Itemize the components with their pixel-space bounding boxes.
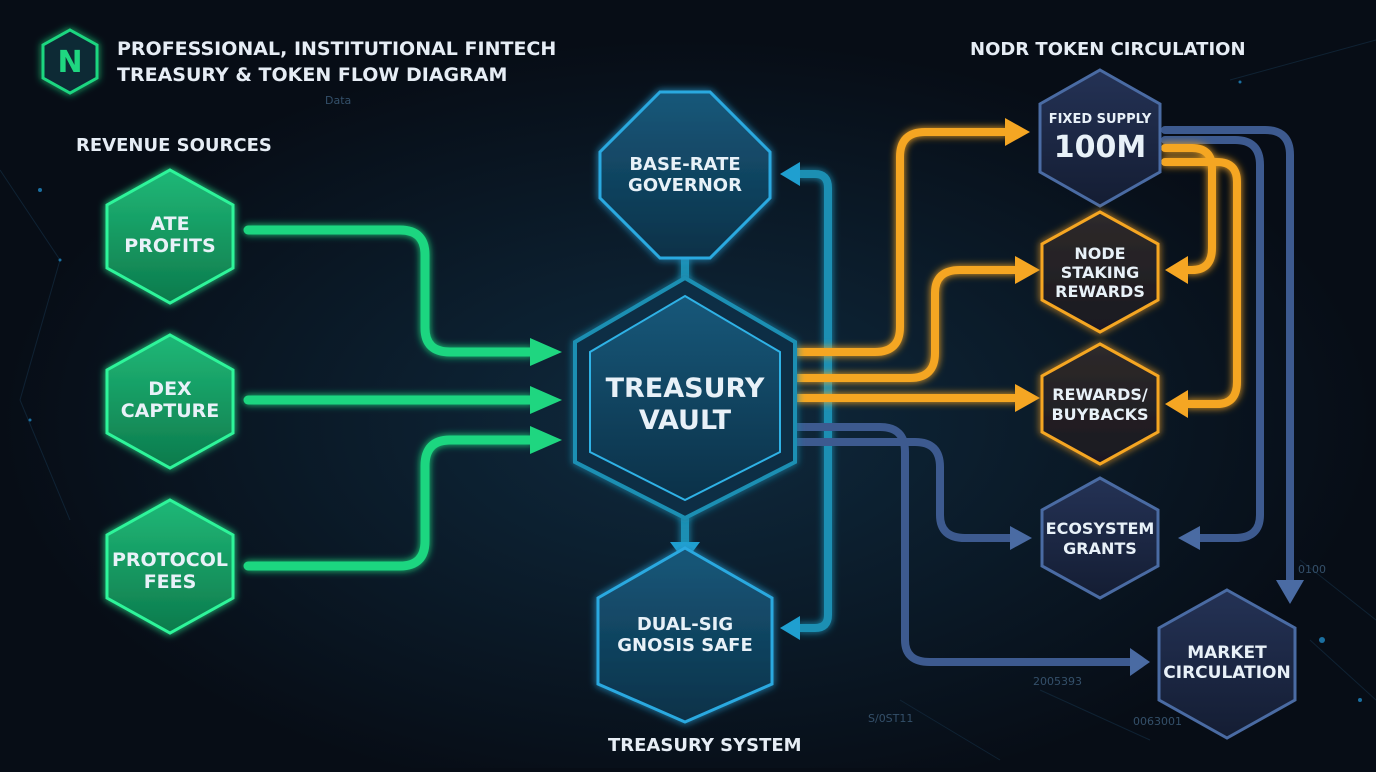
arrowhead-fees [530, 426, 562, 454]
arrowhead-ate [530, 338, 562, 366]
node-grants-line1: ECOSYSTEM [1046, 519, 1155, 538]
node-safe-line2: GNOSIS SAFE [617, 635, 753, 656]
node-market-circulation: MARKET CIRCULATION [1157, 588, 1297, 740]
bg-text-sost: S/0ST11 [868, 712, 913, 725]
node-dex-line2: CAPTURE [121, 400, 220, 422]
node-base-rate-governor: BASE-RATE GOVERNOR [598, 90, 772, 260]
logo-glyph: N [57, 45, 82, 80]
background-network [0, 39, 1376, 761]
arrowhead-dex [530, 386, 562, 414]
node-staking-line3: REWARDS [1055, 282, 1145, 301]
node-ate-line1: ATE [150, 213, 189, 235]
bg-text-0100: 0100 [1298, 563, 1326, 576]
arrowhead-rewards [1015, 384, 1040, 412]
connector-vault-to-staking [791, 266, 1019, 382]
node-governor-line2: GOVERNOR [628, 175, 742, 196]
node-rewards-line2: BUYBACKS [1051, 405, 1148, 424]
arrowhead-to-governor [780, 162, 800, 186]
arrowhead-grants-right [1178, 526, 1200, 550]
node-safe-line1: DUAL-SIG [637, 614, 733, 635]
node-supply-line1: FIXED SUPPLY [1049, 112, 1152, 127]
bg-text-data: Data [325, 94, 351, 107]
arrowhead-grants [1010, 526, 1032, 550]
node-supply-line2: 100M [1054, 130, 1146, 165]
connector-supply-to-grants [1161, 136, 1264, 542]
node-ate-line2: PROFITS [124, 235, 215, 257]
node-dual-sig-safe: DUAL-SIG GNOSIS SAFE [596, 546, 774, 724]
background-dots [28, 80, 1362, 702]
treasury-system-label: TREASURY SYSTEM [608, 735, 802, 756]
connector-supply-to-market [1161, 126, 1294, 584]
connector-vault-to-supply [791, 128, 1009, 356]
arrowhead-staking-right [1165, 256, 1188, 284]
arrowhead-market-top [1276, 580, 1304, 604]
bg-text-2005393: 2005393 [1033, 675, 1082, 688]
token-connectors [791, 128, 1241, 408]
connector-vault-to-market [791, 423, 1134, 666]
revenue-arrowheads [530, 338, 562, 454]
distribution-connectors [791, 126, 1294, 666]
node-market-line2: CIRCULATION [1163, 663, 1290, 683]
node-protocol-fees: PROTOCOL FEES [105, 498, 235, 635]
arrowhead-rewards-right [1165, 390, 1188, 418]
connector-supply-to-staking [1161, 144, 1216, 274]
node-ecosystem-grants: ECOSYSTEM GRANTS [1040, 476, 1160, 600]
node-governor-line1: BASE-RATE [629, 154, 740, 175]
arrowhead-supply [1005, 118, 1030, 146]
node-staking-line2: STAKING [1061, 263, 1139, 282]
arrowhead-to-safe-side [780, 616, 800, 640]
bg-text-0063001: 0063001 [1133, 715, 1182, 728]
node-dex-line1: DEX [148, 378, 192, 400]
node-fees-line2: FEES [144, 571, 197, 593]
distribution-arrowheads [1010, 526, 1304, 676]
node-staking-rewards: NODE STAKING REWARDS [1040, 210, 1160, 334]
arrowhead-staking [1015, 256, 1040, 284]
title-line-2: TREASURY & TOKEN FLOW DIAGRAM [117, 64, 507, 86]
node-ate-profits: ATE PROFITS [105, 168, 235, 305]
node-market-line1: MARKET [1187, 643, 1267, 663]
revenue-connectors [243, 225, 535, 571]
node-rewards-line1: REWARDS/ [1052, 385, 1148, 404]
revenue-sources-heading: REVENUE SOURCES [76, 135, 272, 156]
node-fixed-supply: FIXED SUPPLY 100M [1038, 68, 1162, 208]
node-staking-line1: NODE [1074, 244, 1125, 263]
arrowhead-market [1130, 648, 1150, 676]
node-dex-capture: DEX CAPTURE [105, 333, 235, 470]
node-vault-line1: TREASURY [606, 373, 765, 404]
token-arrowheads [1005, 118, 1188, 418]
title-line-1: PROFESSIONAL, INSTITUTIONAL FINTECH [117, 38, 556, 60]
connector-supply-to-rewards [1161, 158, 1241, 408]
connector-ate-to-vault [243, 225, 535, 357]
token-circulation-heading: NODR TOKEN CIRCULATION [970, 39, 1246, 60]
connector-fees-to-vault [243, 435, 535, 571]
node-fees-line1: PROTOCOL [112, 549, 228, 571]
connector-vault-to-grants [791, 438, 1014, 542]
node-vault-line2: VAULT [639, 405, 732, 436]
logo: N [41, 28, 99, 95]
node-treasury-vault: TREASURY VAULT [573, 275, 797, 521]
node-rewards-buybacks: REWARDS/ BUYBACKS [1040, 342, 1160, 466]
node-grants-line2: GRANTS [1063, 539, 1137, 558]
